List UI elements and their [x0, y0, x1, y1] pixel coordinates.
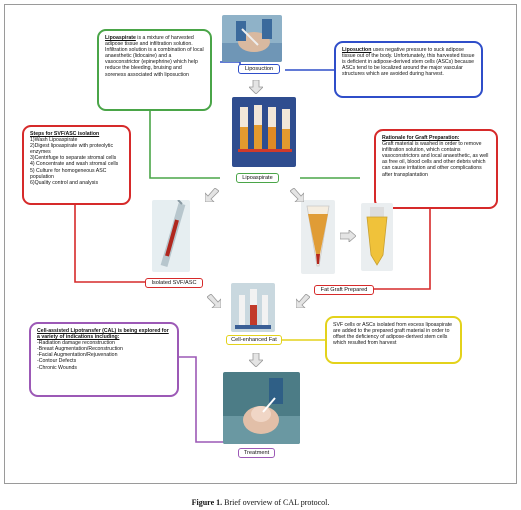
arrow-down-left-icon — [296, 294, 310, 308]
treatment-procedure-image — [223, 372, 300, 444]
cell-enhanced-fat-image — [231, 283, 275, 332]
liposuction-photo — [222, 15, 282, 62]
liposuction-info-head: Liposuction — [342, 47, 372, 53]
arrow-down-icon — [249, 353, 263, 367]
rationale-graft-box: Rationale for Graft Preparation: Graft m… — [374, 129, 498, 209]
cell-enhanced-fat-photo — [231, 283, 275, 332]
arrow-down-left-icon — [205, 188, 219, 202]
centrifuge-tube-image — [301, 200, 335, 274]
indication-item: -Radiation damage reconstruction — [37, 340, 115, 347]
indication-item: -Breast Augmentation/Reconstruction — [37, 346, 123, 353]
syringes-image — [232, 97, 296, 167]
step-item: 5) Culture for homogeneous ASC populatio… — [30, 167, 107, 180]
figure-caption-label: Figure 1. — [191, 498, 223, 507]
liposuction-label: Liposuction — [238, 64, 280, 74]
steps-red-connector — [74, 204, 145, 283]
step-item: 1)Wash Lipoaspirate — [30, 137, 78, 144]
washed-graft-tube-photo — [361, 203, 393, 271]
cal-purple-connector — [178, 356, 237, 443]
steps-list: 1)Wash Lipoaspirate 2)Digest lipoaspirat… — [30, 137, 123, 186]
steps-head: Steps for SVF/ASC isolation — [30, 131, 100, 137]
lipoaspirate-info-box: Lipoaspirate is a mixture of harvested a… — [97, 29, 212, 111]
treatment-label: Treatment — [238, 448, 275, 458]
fat-graft-tube-photo — [301, 200, 335, 274]
svf-syringe-image — [152, 200, 190, 272]
figure-caption: Figure 1. Brief overview of CAL protocol… — [0, 498, 521, 507]
step-item: 3)Centrifuge to separate stromal cells — [30, 155, 117, 162]
lipoaspirate-green-connector — [149, 110, 220, 179]
lipoaspirate-syringes-photo — [232, 97, 296, 167]
indication-item: -Facial Augmentation/Rejuvenation — [37, 352, 118, 359]
arrow-down-icon — [249, 80, 263, 94]
lipoaspirate-info-text: is a mixture of harvested adipose tissue… — [105, 35, 204, 78]
indication-item: -Chronic Wounds — [37, 364, 77, 371]
cal-indications-list: -Radiation damage reconstruction -Breast… — [37, 340, 171, 370]
step-item: 2)Digest lipoaspirate with proteolytic e… — [30, 143, 114, 156]
liposuction-procedure-image — [222, 15, 282, 62]
arrow-down-right-icon — [207, 294, 221, 308]
lipoaspirate-info-head: Lipoaspirate — [105, 35, 136, 41]
indication-item: -Contour Defects — [37, 358, 77, 365]
cal-indications-box: Cell-assisted Lipotransfer (CAL) is bein… — [29, 322, 179, 397]
treatment-photo — [223, 372, 300, 444]
svf-addition-text: SVF cells or ASCs isolated from excess l… — [333, 322, 453, 347]
step-item: 6)Quality control and analysis — [30, 179, 99, 186]
cal-head: Cell-assisted Lipotransfer (CAL) is bein… — [37, 328, 169, 341]
isolated-svf-syringe-photo — [152, 200, 190, 272]
liposuction-info-text: uses negative pressure to suck adipose t… — [342, 47, 475, 78]
rationale-head: Rationale for Graft Preparation: — [382, 135, 460, 141]
lipoaspirate-label: Lipoaspirate — [236, 173, 279, 183]
steps-svf-isolation-box: Steps for SVF/ASC isolation 1)Wash Lipoa… — [22, 125, 131, 205]
figure-caption-text: Brief overview of CAL protocol. — [222, 498, 330, 507]
arrow-right-icon — [340, 230, 356, 242]
cell-enhanced-fat-label: Cell-enhanced Fat — [226, 335, 282, 345]
arrow-down-right-icon — [290, 188, 304, 202]
rationale-text: Graft material is washed in order to rem… — [382, 141, 489, 178]
svf-addition-box: SVF cells or ASCs isolated from excess l… — [325, 316, 462, 364]
isolated-svf-label: Isolated SVF/ASC — [145, 278, 203, 288]
liposuction-info-box: Liposuction uses negative pressure to su… — [334, 41, 483, 98]
step-item: 4) Concentrate and wash stromal cells — [30, 161, 119, 168]
washed-tube-image — [361, 203, 393, 271]
fat-graft-prepared-label: Fat Graft Prepared — [314, 285, 374, 295]
